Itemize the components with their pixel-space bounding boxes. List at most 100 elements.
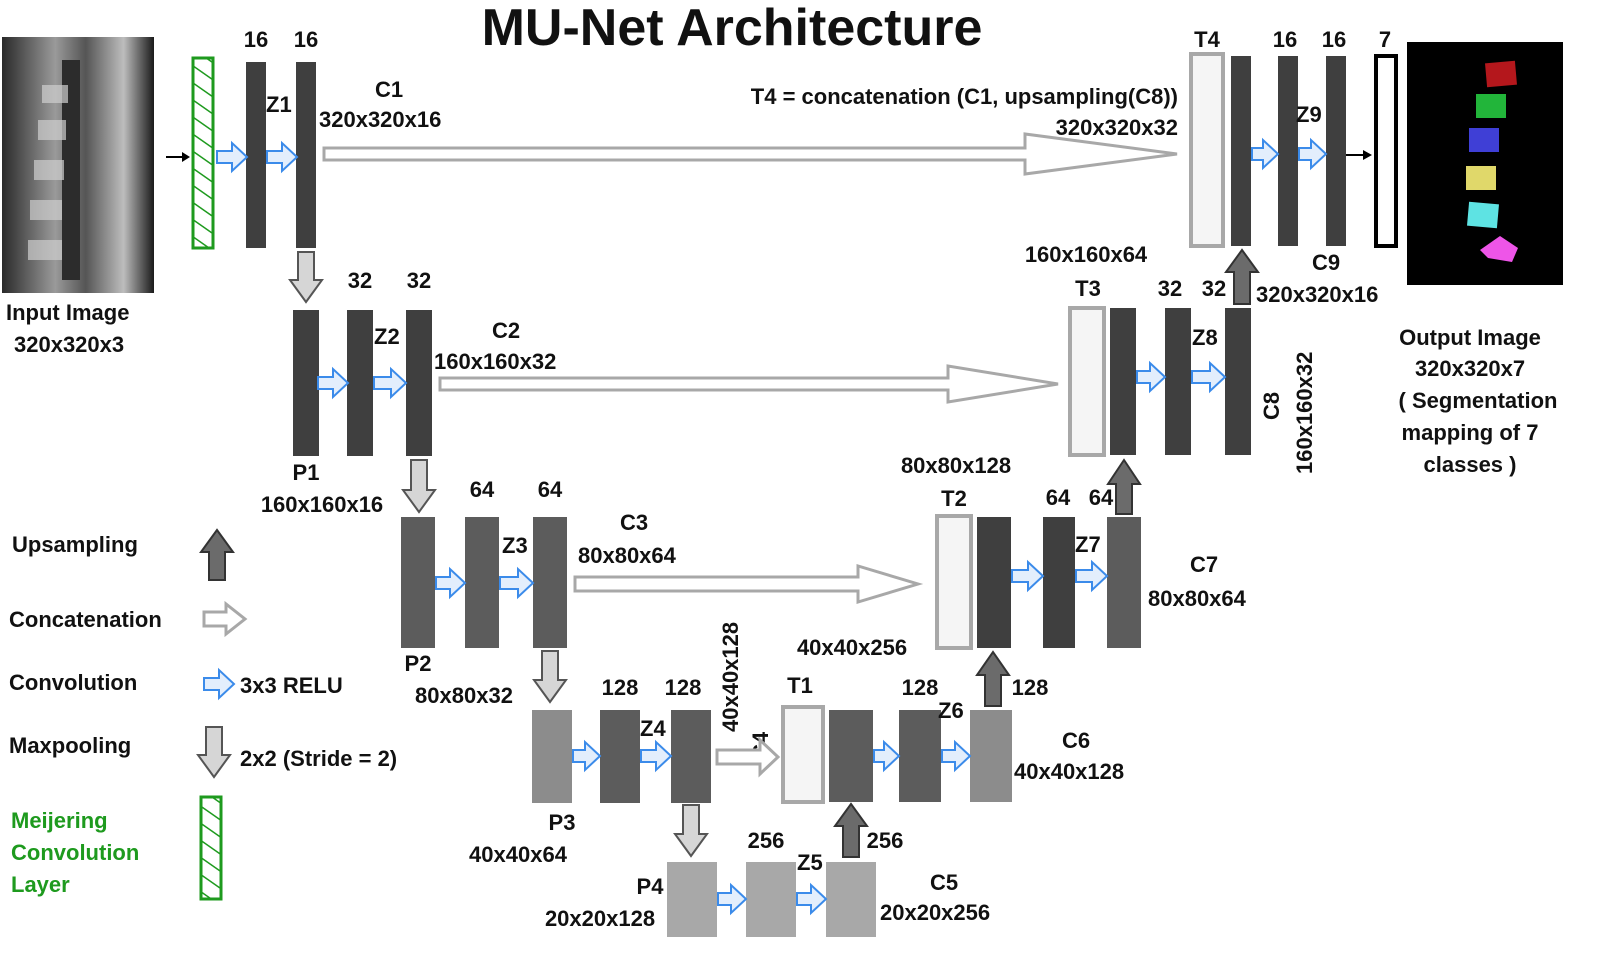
channel-label: 16: [1273, 27, 1297, 52]
legend-concat-arrow: [202, 600, 248, 638]
output-desc-2: mapping of 7: [1402, 420, 1539, 445]
block-dims-c4: 40x40x128: [718, 622, 743, 732]
feature-block-output: [1374, 54, 1398, 248]
block-label-c3: C3: [620, 510, 648, 535]
upsample-arrow: [975, 650, 1011, 707]
legend-upsampling-label: Upsampling: [12, 532, 138, 557]
conv-arrow: [1191, 360, 1227, 394]
channel-label: 32: [1158, 276, 1182, 301]
block-label-z6: Z6: [938, 698, 964, 723]
legend-concatenation-label: Concatenation: [9, 607, 162, 632]
feature-block-e8a: [1165, 308, 1191, 455]
feature-block-e9a: [1278, 56, 1298, 246]
block-dims-c6: 40x40x128: [1014, 759, 1124, 784]
output-image-label: Output Image: [1399, 325, 1541, 350]
channel-label: 128: [902, 675, 939, 700]
block-label-c9: C9: [1312, 250, 1340, 275]
feature-block-c4: [671, 710, 711, 803]
legend-meijering-line-1: Meijering: [11, 808, 108, 833]
feature-block-p4: [667, 862, 717, 937]
upsample-arrow: [1106, 458, 1142, 515]
meijering-layer: [191, 56, 215, 250]
block-label-z8: Z8: [1192, 325, 1218, 350]
block-label-c2: C2: [492, 318, 520, 343]
legend-conv-arrow: [203, 667, 236, 701]
skip-arrow-c2-t3: [438, 364, 1059, 404]
channel-label: 64: [538, 477, 563, 502]
conv-arrow: [1298, 137, 1328, 171]
feature-block-c5: [826, 862, 876, 937]
output-image: [1407, 42, 1563, 285]
conv-arrow: [435, 566, 467, 600]
block-dims-t3: 160x160x64: [1025, 242, 1148, 267]
skip-arrow-c3-t2: [573, 563, 924, 605]
feature-block-e6a: [899, 710, 941, 802]
feature-block-c8: [1225, 308, 1251, 455]
feature-block-c7: [1107, 517, 1141, 648]
block-label-z2: Z2: [374, 324, 400, 349]
conv-arrow: [1251, 137, 1280, 171]
block-label-z3: Z3: [502, 533, 528, 558]
output-arrow: [1346, 150, 1372, 160]
block-dims-t1: 40x40x256: [797, 635, 907, 660]
legend-meijering-swatch: [199, 795, 223, 901]
output-desc-1: ( Segmentation: [1399, 388, 1558, 413]
block-dims-t4: 320x320x32: [1056, 115, 1178, 140]
feature-block-c1: [296, 62, 316, 248]
block-label-z4: Z4: [640, 716, 666, 741]
upsample-arrow: [833, 802, 869, 858]
block-label-p4: P4: [637, 874, 665, 899]
block-label-z1: Z1: [266, 92, 292, 117]
block-dims-c2: 160x160x32: [434, 349, 556, 374]
block-label-p3: P3: [549, 810, 576, 835]
feature-block-e1a: [246, 62, 266, 248]
feature-block-c6: [970, 710, 1012, 802]
feature-block-t3-conv: [1110, 308, 1136, 455]
channel-label: 256: [748, 828, 785, 853]
maxpool-arrow: [532, 650, 568, 704]
block-label-c8: C8: [1259, 392, 1284, 420]
block-dims-c9: 320x320x16: [1256, 282, 1378, 307]
skip-arrow-c1-t4: [322, 132, 1178, 176]
conv-arrow: [499, 566, 535, 600]
block-dims-c5: 20x20x256: [880, 900, 990, 925]
feature-block-t2: [935, 514, 973, 650]
channel-label: 128: [602, 675, 639, 700]
channel-label: 32: [348, 268, 372, 293]
channel-label: 32: [1202, 276, 1226, 301]
conv-arrow: [266, 140, 299, 174]
channel-label: 16: [1322, 27, 1346, 52]
channel-label: 128: [665, 675, 702, 700]
block-label-p1: P1: [293, 460, 320, 485]
maxpool-arrow: [673, 804, 709, 858]
output-image-dims: 320x320x7: [1415, 356, 1525, 381]
feature-block-c2: [406, 310, 432, 456]
t4-formula: T4 = concatenation (C1, upsampling(C8)): [751, 84, 1178, 109]
block-dims-p3: 40x40x64: [469, 842, 568, 867]
block-label-t2: T2: [941, 486, 967, 511]
legend-meijering-line-2: Convolution: [11, 840, 139, 865]
conv-arrow: [717, 882, 748, 916]
channel-label: 32: [407, 268, 431, 293]
conv-arrow: [873, 739, 901, 773]
feature-block-e5a: [746, 862, 796, 937]
channel-label: 16: [244, 27, 268, 52]
feature-block-e3a: [465, 517, 499, 648]
block-dims-c3: 80x80x64: [578, 543, 677, 568]
input-image-label: Input Image: [6, 300, 129, 325]
feature-block-t4: [1189, 52, 1225, 248]
feature-block-p2: [401, 517, 435, 648]
block-label-c1: C1: [375, 77, 403, 102]
conv-arrow: [640, 739, 673, 773]
legend-convolution-desc: 3x3 RELU: [240, 673, 343, 698]
feature-block-c3: [533, 517, 567, 648]
feature-block-t2-conv: [977, 517, 1011, 648]
upsample-arrow: [1224, 248, 1260, 305]
output-desc-3: classes ): [1424, 452, 1517, 477]
skip-arrow-c4-t1: [715, 736, 781, 778]
block-label-t4: T4: [1194, 27, 1220, 52]
channel-label: 7: [1379, 27, 1391, 52]
conv-arrow: [941, 739, 972, 773]
block-dims-t2: 80x80x128: [901, 453, 1011, 478]
block-dims-c7: 80x80x64: [1148, 586, 1247, 611]
